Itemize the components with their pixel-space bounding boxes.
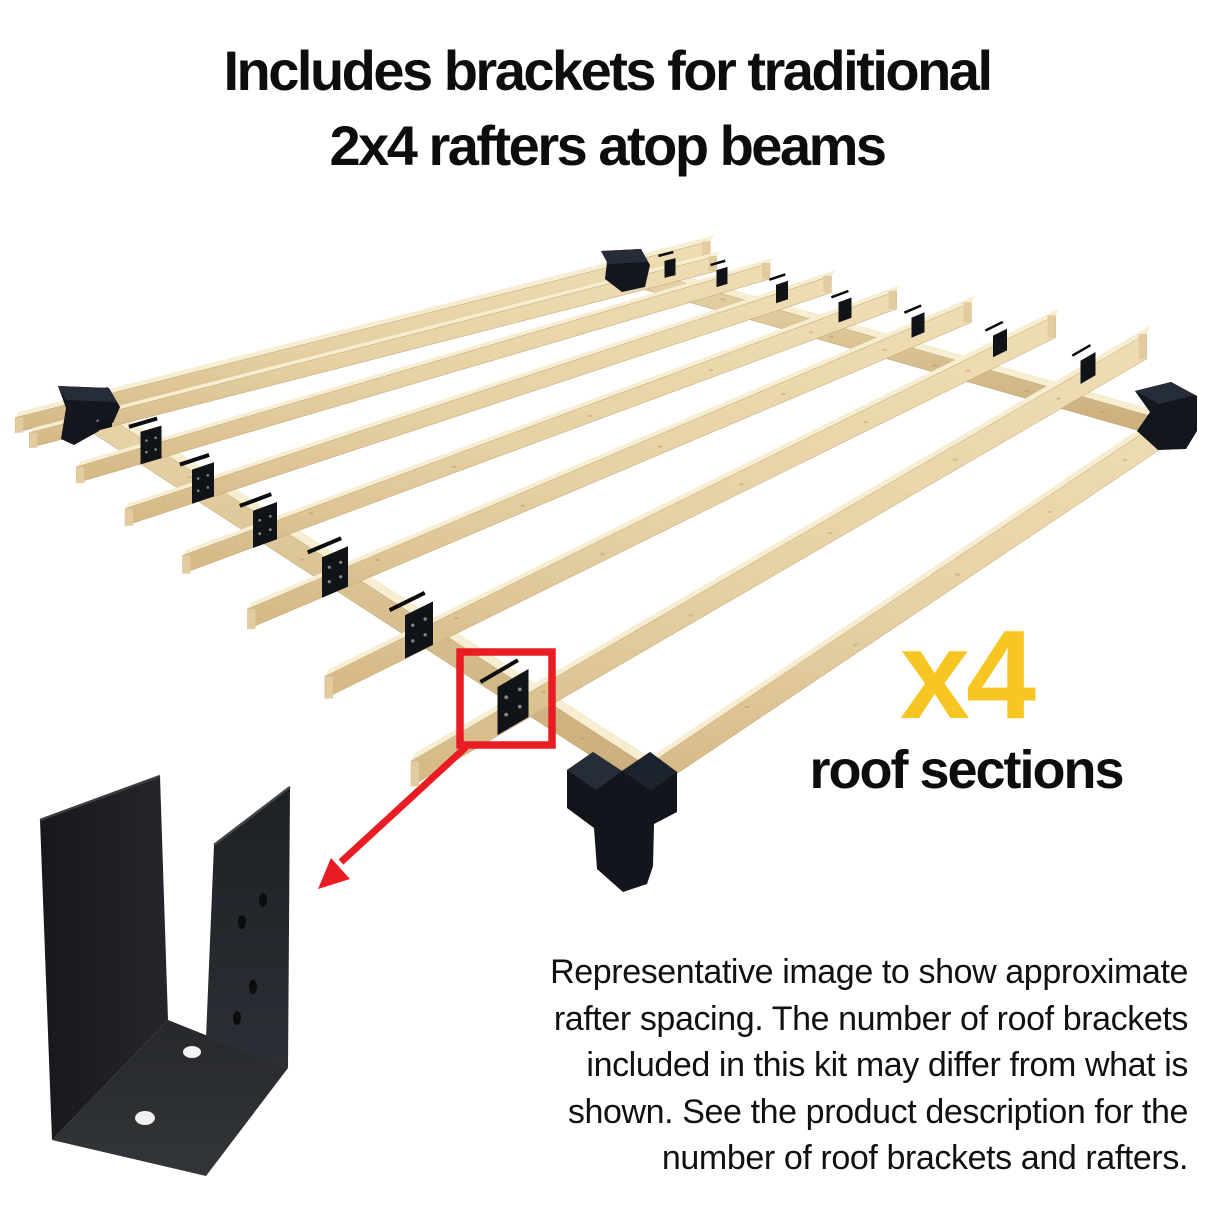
corner-bracket-right <box>1135 382 1197 450</box>
disclaimer-line: shown. See the product description for t… <box>567 1092 1189 1131</box>
disclaimer-line: rafter spacing. The number of roof brack… <box>553 999 1189 1038</box>
corner-bracket-back <box>601 249 650 292</box>
rafter-bracket-rear <box>903 304 925 338</box>
rafter-bracket <box>306 536 348 598</box>
closeup-roof-bracket <box>39 774 291 1176</box>
headline-line1: Includes brackets for traditional <box>223 39 993 102</box>
edge-board-back <box>14 235 715 434</box>
quantity-label: roof sections <box>809 740 1124 800</box>
rafter-bracket-rear <box>769 273 788 304</box>
rafter <box>324 308 1060 699</box>
rafter <box>247 295 976 630</box>
rafter <box>410 325 1151 787</box>
rafter-bracket <box>179 453 214 504</box>
disclaimer-line: Representative image to show approximate <box>550 953 1188 991</box>
rafter-bracket <box>388 591 433 659</box>
quantity-callout: x4 roof sections <box>750 604 1182 800</box>
rafter-bracket-rear <box>984 320 1007 358</box>
highlight-box <box>456 648 556 749</box>
rafter-bracket <box>239 492 277 548</box>
rafter-bracket-rear <box>710 259 728 288</box>
rafter-bracket <box>479 658 529 735</box>
disclaimer-line: included in this kit may differ from wha… <box>586 1046 1188 1084</box>
left-beam <box>87 396 654 795</box>
corner-bracket-front <box>567 752 677 892</box>
rafter-bracket <box>128 416 162 465</box>
rafter-bracket-rear <box>1071 344 1096 384</box>
rafter-bracket-rear <box>658 250 676 278</box>
headline-line2: 2x4 rafters atop beams <box>329 114 887 177</box>
rafter <box>182 284 901 574</box>
headline: Includes brackets for traditional 2x4 ra… <box>0 33 1214 183</box>
rafter <box>29 251 721 449</box>
disclaimer-note: Representative image to show approximate… <box>380 949 1188 1182</box>
corner-bracket-left <box>58 386 120 445</box>
rafter <box>124 270 836 527</box>
rafter-bracket-rear <box>830 289 852 323</box>
callout-arrow <box>318 744 469 889</box>
quantity-value: x4 <box>899 604 1036 745</box>
disclaimer-line: number of roof brackets and rafters. <box>661 1139 1188 1177</box>
